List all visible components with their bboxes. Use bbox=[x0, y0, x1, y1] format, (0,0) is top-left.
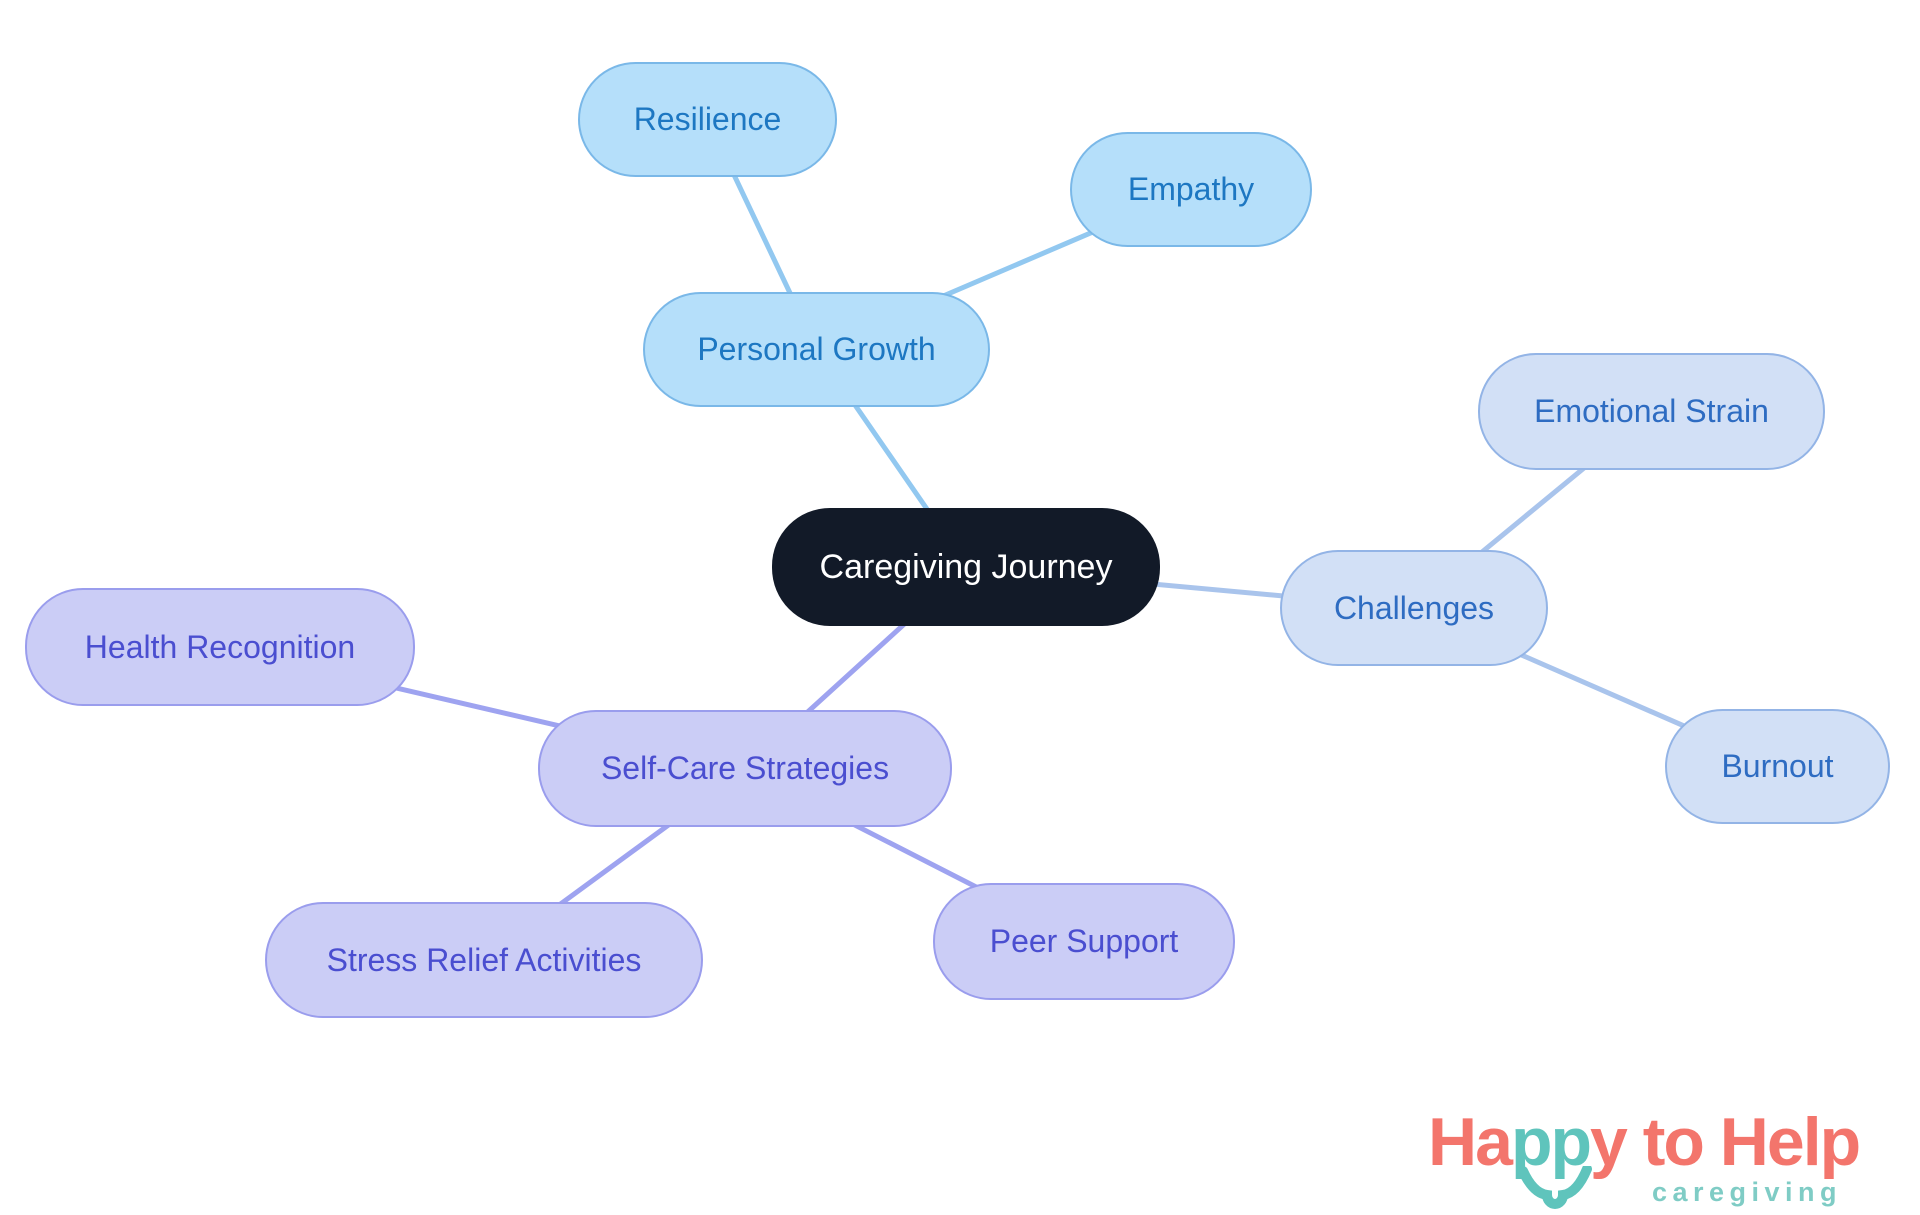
node-self-care-strategies-label: Self-Care Strategies bbox=[600, 750, 890, 786]
node-stress-relief-activities: Stress Relief Activities bbox=[265, 902, 703, 1018]
logo-wordmark: Happy to Help bbox=[1428, 1108, 1898, 1176]
node-burnout: Burnout bbox=[1665, 709, 1890, 824]
node-burnout-label: Burnout bbox=[1721, 748, 1834, 784]
node-emotional-strain-label: Emotional Strain bbox=[1534, 393, 1769, 429]
node-empathy-label: Empathy bbox=[1127, 171, 1255, 207]
happy-to-help-logo: Happy to Help caregiving bbox=[1428, 1108, 1898, 1209]
node-peer-support: Peer Support bbox=[933, 883, 1235, 1000]
node-caregiving-journey: Caregiving Journey bbox=[772, 508, 1160, 626]
node-caregiving-journey-label: Caregiving Journey bbox=[819, 547, 1113, 586]
node-challenges: Challenges bbox=[1280, 550, 1548, 666]
node-personal-growth: Personal Growth bbox=[643, 292, 990, 407]
node-peer-support-label: Peer Support bbox=[989, 923, 1179, 959]
node-stress-relief-activities-label: Stress Relief Activities bbox=[326, 941, 642, 978]
logo-wordmark-part2: pp bbox=[1510, 1104, 1592, 1180]
node-self-care-strategies: Self-Care Strategies bbox=[538, 710, 952, 827]
logo-tagline: caregiving bbox=[1651, 1177, 1842, 1207]
logo-wordmark-part3: y to Help bbox=[1590, 1104, 1861, 1180]
node-challenges-label: Challenges bbox=[1333, 589, 1495, 626]
node-personal-growth-label: Personal Growth bbox=[697, 331, 936, 367]
node-empathy: Empathy bbox=[1070, 132, 1312, 247]
node-resilience-label: Resilience bbox=[633, 101, 782, 137]
node-resilience: Resilience bbox=[578, 62, 837, 177]
logo-wordmark-part1: Ha bbox=[1428, 1104, 1513, 1180]
node-health-recognition: Health Recognition bbox=[25, 588, 415, 706]
node-health-recognition-label: Health Recognition bbox=[84, 628, 356, 665]
smile-icon bbox=[1518, 1166, 1592, 1209]
node-emotional-strain: Emotional Strain bbox=[1478, 353, 1825, 470]
